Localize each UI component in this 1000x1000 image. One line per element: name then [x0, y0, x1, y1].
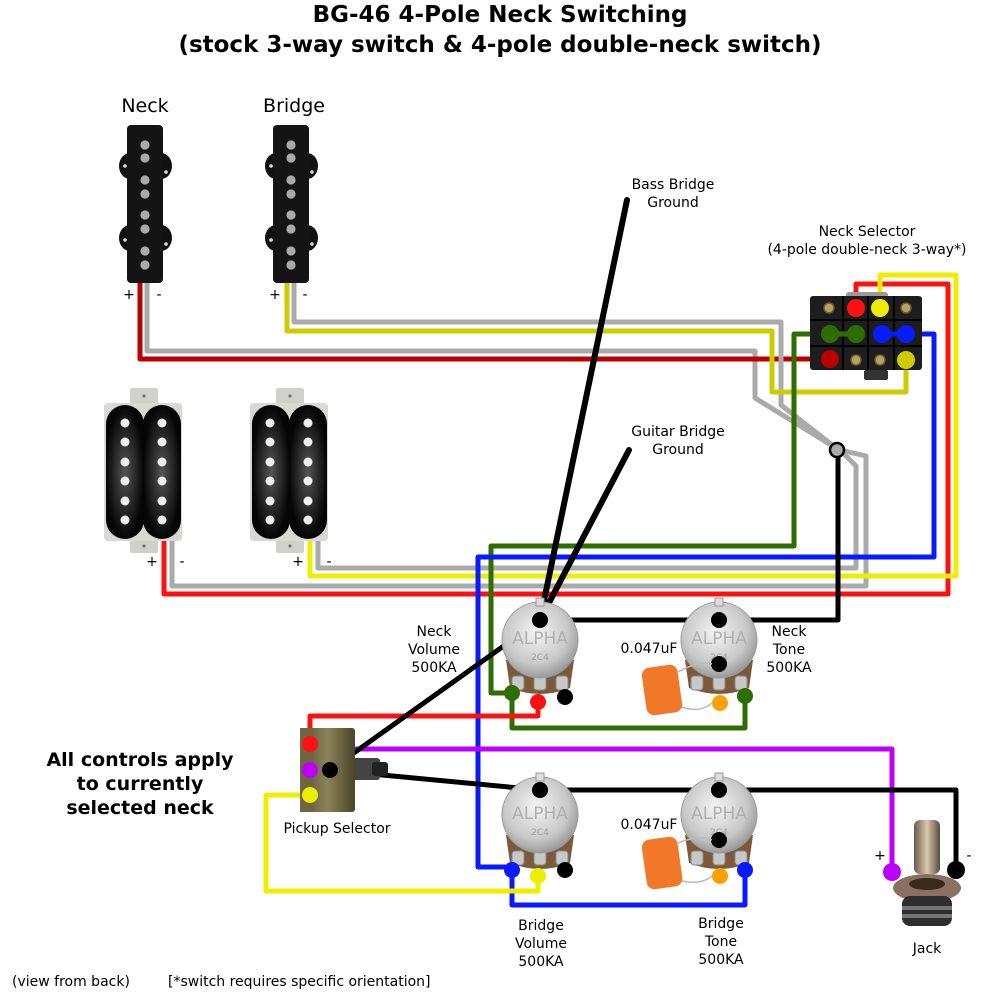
wire-bass-bridge-ground — [537, 197, 630, 623]
neck-selector-lugs — [821, 299, 915, 369]
bass-bridge-minus-label: - — [302, 287, 307, 303]
svg-text:Neck: Neck — [772, 624, 808, 640]
neck-volume-pot: ALPHA 2C4 — [501, 597, 579, 694]
neck-tone-capacitor — [641, 662, 713, 716]
svg-text:Tone: Tone — [772, 642, 805, 658]
bass-bridge-pickup — [265, 125, 318, 283]
pot-brand-text: ALPHA — [512, 629, 568, 649]
bass-bridge-pickup-label: Bridge — [263, 95, 325, 117]
wire-guitar-neck-plus — [161, 281, 951, 597]
bass-neck-pickup-label: Neck — [121, 95, 168, 117]
neck-selector-label-1: Neck Selector — [819, 224, 916, 240]
wire-green-neck-volume — [488, 331, 859, 696]
wire-blue-bridge-volume — [475, 331, 937, 870]
ground-junction-node — [828, 441, 846, 459]
wire-green-neck-tone — [509, 690, 748, 731]
bass-bridge-ground-label-1: Bass Bridge — [632, 177, 715, 193]
wire-bass-bridge-plus — [284, 279, 909, 395]
bridge-volume-label: Bridge Volume 500KA — [515, 918, 567, 970]
svg-text:500KA: 500KA — [698, 952, 744, 968]
svg-text:selected neck: selected neck — [66, 797, 214, 819]
guitar-bridge-humbucker — [250, 388, 328, 553]
jack-sleeve-lug — [947, 861, 965, 879]
bridge-tone-capacitor — [641, 836, 713, 890]
footer-view-note: (view from back) — [12, 974, 130, 990]
bass-neck-minus-label: - — [156, 287, 161, 303]
wire-bass-neck-minus — [144, 279, 839, 451]
neck-selector-label-2: (4-pole double-neck 3-way*) — [767, 242, 966, 258]
svg-text:Volume: Volume — [408, 642, 460, 658]
bass-bridge-ground-label-2: Ground — [647, 195, 699, 211]
title-line-1: BG-46 4-Pole Neck Switching — [313, 2, 688, 28]
guitar-bridge-minus-label: - — [326, 554, 331, 570]
bridge-tone-label: Bridge Tone 500KA — [698, 916, 744, 968]
guitar-bridge-ground-label-1: Guitar Bridge — [631, 424, 725, 440]
guitar-bridge-ground-label-2: Ground — [652, 442, 704, 458]
jack-minus-label: - — [966, 848, 971, 864]
bridge-cap-value: 0.047uF — [620, 817, 677, 833]
pickup-selector-label: Pickup Selector — [283, 821, 390, 837]
wires — [137, 197, 959, 908]
neck-tone-label: Neck Tone 500KA — [766, 624, 812, 676]
svg-text:500KA: 500KA — [518, 954, 564, 970]
title-line-2: (stock 3-way switch & 4-pole double-neck… — [178, 32, 821, 58]
neck-volume-label: Neck Volume 500KA — [408, 624, 460, 676]
pot-brand-text: ALPHA — [512, 804, 568, 824]
svg-text:500KA: 500KA — [766, 660, 812, 676]
jack-plus-label: + — [874, 848, 886, 864]
guitar-neck-plus-label: + — [146, 554, 158, 570]
svg-text:Bridge: Bridge — [518, 918, 564, 934]
wire-guitar-bridge-minus — [315, 447, 859, 571]
pot-brand-text: ALPHA — [691, 804, 747, 824]
controls-note: All controls apply to currently selected… — [46, 749, 234, 819]
guitar-neck-humbucker — [104, 388, 182, 553]
svg-text:Volume: Volume — [515, 936, 567, 952]
svg-text:Bridge: Bridge — [698, 916, 744, 932]
wire-blue-bridge-tone — [509, 864, 748, 908]
wire-ground-neck-switch — [537, 447, 841, 623]
wire-guitar-bridge-plus — [307, 272, 959, 579]
wire-yellow-pickup-selector — [263, 792, 541, 894]
bass-neck-pickup — [119, 125, 172, 283]
svg-text:All controls apply: All controls apply — [46, 749, 234, 771]
neck-selector-switch — [810, 292, 922, 380]
wire-bass-neck-plus — [137, 279, 833, 362]
wire-bass-bridge-minus — [291, 279, 839, 451]
pot-code-text: 2C4 — [531, 653, 549, 663]
guitar-bridge-plus-label: + — [292, 554, 304, 570]
footer-switch-note: [*switch requires specific orientation] — [168, 974, 431, 990]
wire-guitar-bridge-ground — [537, 447, 632, 623]
svg-text:to currently: to currently — [77, 773, 204, 795]
pot-code-text: 2C4 — [531, 828, 549, 838]
svg-text:500KA: 500KA — [411, 660, 457, 676]
neck-cap-value: 0.047uF — [620, 641, 677, 657]
pickup-selector-lugs — [302, 736, 338, 803]
output-jack — [893, 820, 961, 926]
bass-neck-plus-label: + — [123, 287, 135, 303]
svg-text:Tone: Tone — [704, 934, 737, 950]
pot-lug-dots — [504, 612, 753, 884]
wire-purple-output — [307, 746, 895, 875]
bass-bridge-plus-label: + — [269, 287, 281, 303]
svg-text:Neck: Neck — [417, 624, 453, 640]
pot-brand-text: ALPHA — [691, 629, 747, 649]
guitar-neck-minus-label: - — [179, 554, 184, 570]
jack-tip-lug — [883, 863, 901, 881]
jack-label: Jack — [912, 941, 942, 957]
wire-guitar-neck-minus — [169, 447, 869, 589]
